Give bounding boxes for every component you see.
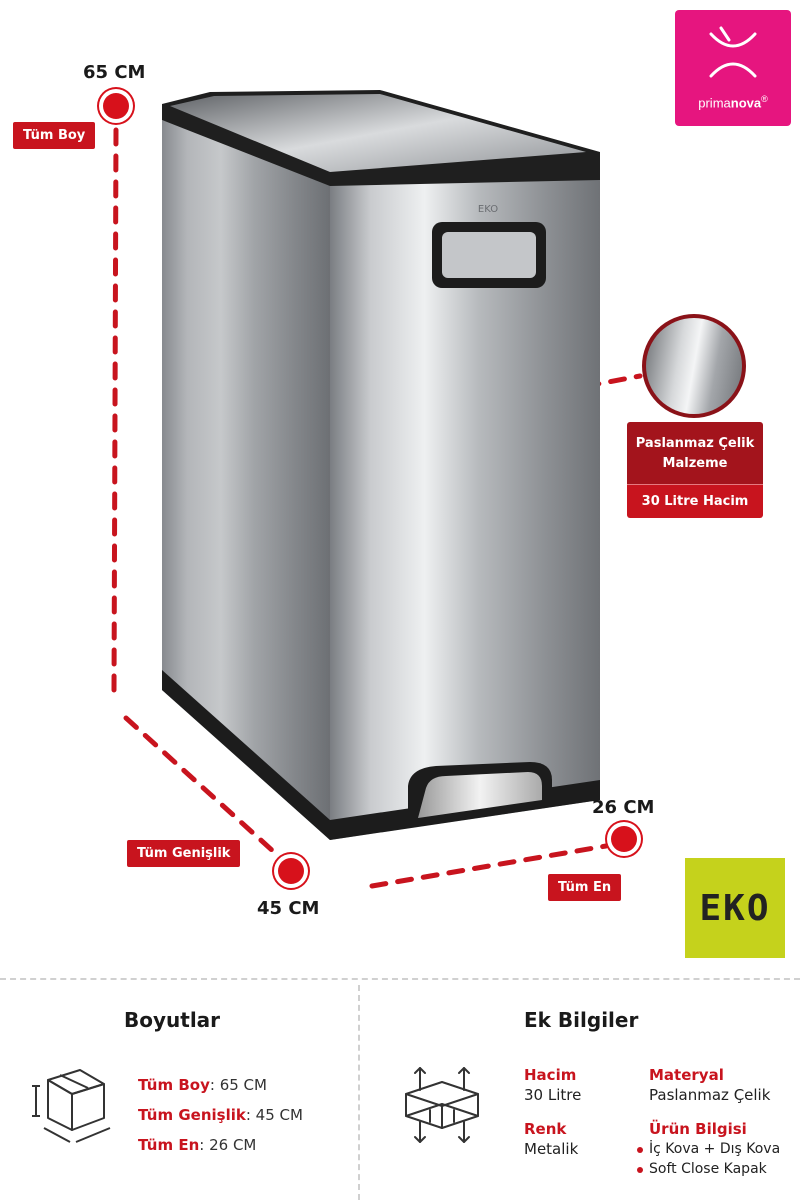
depth-value: 26 CM xyxy=(592,797,655,818)
product-badge-text: EKO xyxy=(478,204,498,215)
capacity-label: Hacim xyxy=(524,1066,577,1084)
product-info-label: Ürün Bilgisi xyxy=(649,1120,747,1138)
dimensions-list: Tüm Boy: 65 CM Tüm Genişlik: 45 CM Tüm E… xyxy=(138,1076,303,1166)
material-callout-title: Paslanmaz Çelik Malzeme xyxy=(627,422,763,484)
depth-tag: Tüm En xyxy=(548,874,622,901)
capacity-value: 30 Litre xyxy=(524,1086,582,1104)
height-line xyxy=(111,127,119,693)
width-tag: Tüm Genişlik xyxy=(127,840,241,867)
steel-swatch xyxy=(642,314,746,418)
color-value: Metalik xyxy=(524,1140,579,1158)
package-arrows-icon xyxy=(405,1067,479,1143)
dimension-line-height: Tüm Boy: 65 CM xyxy=(138,1076,267,1094)
color-info: Renk Metalik xyxy=(524,1120,578,1158)
primanova-wordmark: primanova® xyxy=(698,93,768,110)
primanova-mark-icon xyxy=(709,26,757,78)
capacity-info: Hacim 30 Litre xyxy=(524,1066,581,1104)
width-value: 45 CM xyxy=(257,898,320,919)
dimension-line-depth: Tüm En: 26 CM xyxy=(138,1136,257,1154)
height-value: 65 CM xyxy=(83,62,146,83)
material-label: Materyal xyxy=(649,1066,724,1084)
trash-bin-illustration: EKO xyxy=(162,90,600,840)
material-callout: Paslanmaz Çelik Malzeme 30 Litre Hacim xyxy=(627,422,763,518)
product-info-item: İç Kova + Dış Kova xyxy=(637,1141,780,1157)
eko-logo: EKO xyxy=(685,858,785,958)
height-marker xyxy=(103,93,129,119)
vertical-divider xyxy=(358,985,360,1200)
depth-marker xyxy=(611,826,637,852)
color-label: Renk xyxy=(524,1120,567,1138)
width-marker xyxy=(278,858,304,884)
extra-info-title: Ek Bilgiler xyxy=(524,1008,639,1032)
primanova-logo: primanova® xyxy=(675,10,791,126)
dimensions-title: Boyutlar xyxy=(124,1008,221,1032)
width-line xyxy=(123,715,277,855)
product-info: Ürün Bilgisi İç Kova + Dış Kova Soft Clo… xyxy=(637,1120,780,1177)
capacity-callout: 30 Litre Hacim xyxy=(627,484,763,518)
horizontal-divider xyxy=(0,978,800,980)
dimension-line-width: Tüm Genişlik: 45 CM xyxy=(138,1106,303,1124)
height-tag: Tüm Boy xyxy=(13,122,96,149)
product-info-item: Soft Close Kapak xyxy=(637,1161,780,1177)
depth-line xyxy=(369,843,609,889)
box-dimensions-icon xyxy=(32,1069,111,1143)
material-value: Paslanmaz Çelik xyxy=(649,1086,771,1104)
material-info: Materyal Paslanmaz Çelik xyxy=(649,1066,770,1104)
